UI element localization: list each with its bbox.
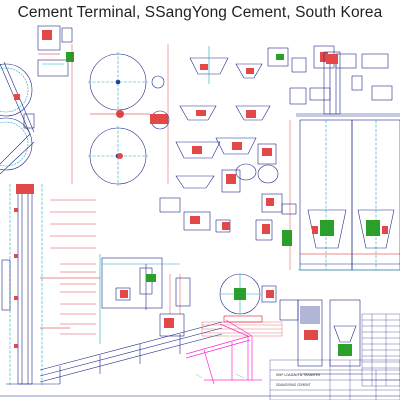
silo-pair-right	[117, 110, 170, 159]
inclined-conveyor	[39, 313, 223, 384]
plan-section-middle	[99, 254, 191, 344]
bucket-elevator	[1, 184, 100, 386]
ship-loader	[185, 319, 262, 385]
ship-loader-labels	[195, 373, 245, 379]
equipment-list	[201, 321, 283, 337]
left-silo-top	[0, 63, 33, 117]
mid-right-details	[159, 193, 297, 246]
title-block	[269, 359, 400, 400]
bom-table	[361, 313, 400, 387]
middle-detail-panels	[175, 137, 279, 193]
title-block-row2: SSANGYONG CEMENT	[276, 383, 311, 387]
storage-elevation-lower	[297, 299, 362, 375]
left-silo-bottom	[0, 117, 33, 171]
drawing-title: Cement Terminal, SSangYong Cement, South…	[17, 4, 383, 21]
title-block-row1: SHIP LOADING & TRANSFER	[276, 373, 321, 377]
top-left-details	[37, 25, 74, 77]
round-silo-plan	[219, 273, 299, 323]
terminal-elevation	[289, 51, 400, 271]
left-gallery-structure	[0, 61, 35, 175]
engineering-drawing: SHIP LOADING & TRANSFER SSANGYONG CEMENT	[0, 25, 400, 400]
level-annotations-left	[50, 199, 96, 335]
center-silos	[71, 44, 169, 184]
hopper-elevations-top	[179, 46, 271, 121]
silo-pair-top	[88, 52, 165, 112]
